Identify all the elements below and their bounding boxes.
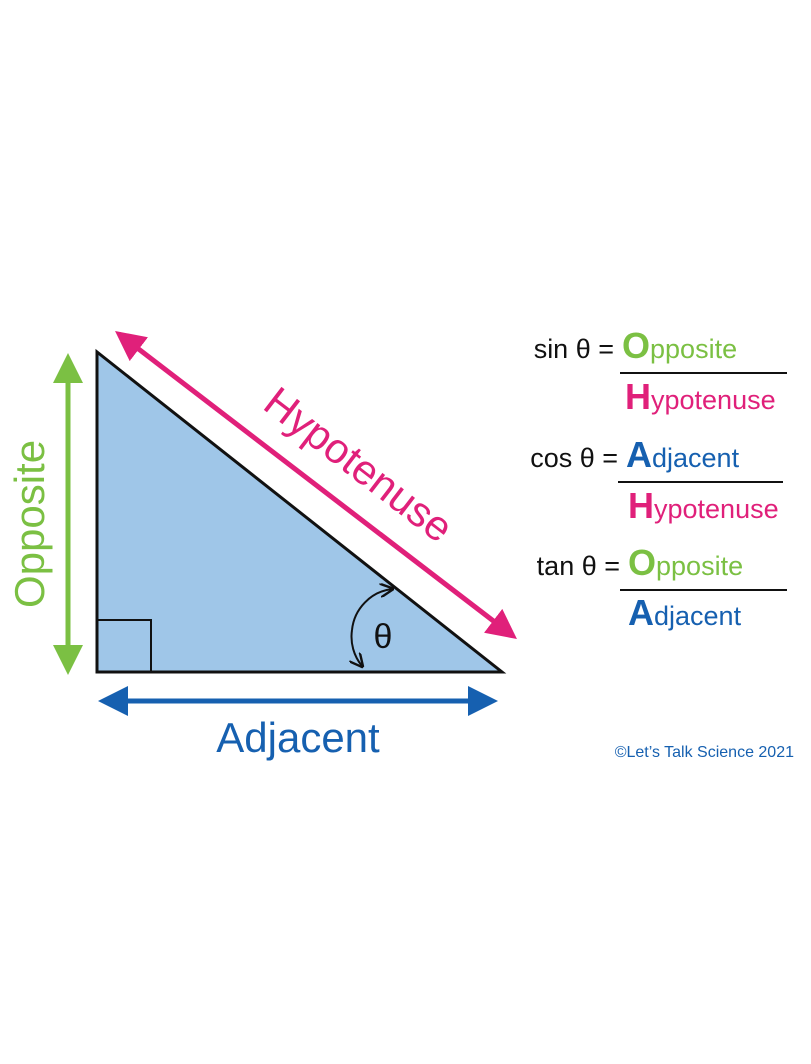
sin-denominator: Hypotenuse: [625, 376, 776, 417]
tan-denominator-initial: A: [628, 592, 654, 633]
opposite-label: Opposite: [6, 440, 53, 608]
tan-prefix: tan θ =: [537, 551, 620, 581]
tan-numerator-initial: O: [628, 542, 656, 583]
angle-theta-label: θ: [374, 618, 393, 656]
tan-denominator-rest: djacent: [654, 601, 742, 631]
tan-formula: tan θ = Opposite Adjacent: [537, 542, 787, 633]
cos-denominator: Hypotenuse: [628, 485, 779, 526]
sin-denominator-initial: H: [625, 376, 651, 417]
adjacent-label: Adjacent: [216, 714, 380, 761]
tan-numerator: Opposite: [628, 542, 743, 583]
tan-denominator: Adjacent: [628, 592, 742, 633]
sin-numerator-rest: pposite: [650, 334, 737, 364]
cos-denominator-rest: ypotenuse: [654, 494, 779, 524]
sin-numerator-initial: O: [622, 325, 650, 366]
cos-numerator-initial: A: [626, 434, 652, 475]
tan-numerator-rest: pposite: [656, 551, 743, 581]
cos-numerator-rest: djacent: [652, 443, 740, 473]
sin-denominator-rest: ypotenuse: [651, 385, 776, 415]
sin-numerator: Opposite: [622, 325, 737, 366]
copyright-notice: ©Let’s Talk Science 2021: [615, 744, 794, 761]
cos-prefix: cos θ =: [530, 443, 618, 473]
sin-formula: sin θ = Opposite Hypotenuse: [534, 325, 787, 417]
cos-numerator: Adjacent: [626, 434, 740, 475]
sin-prefix: sin θ =: [534, 334, 614, 364]
hypotenuse-arrow: [115, 330, 517, 640]
cos-denominator-initial: H: [628, 485, 654, 526]
cos-formula: cos θ = Adjacent Hypotenuse: [530, 434, 783, 526]
